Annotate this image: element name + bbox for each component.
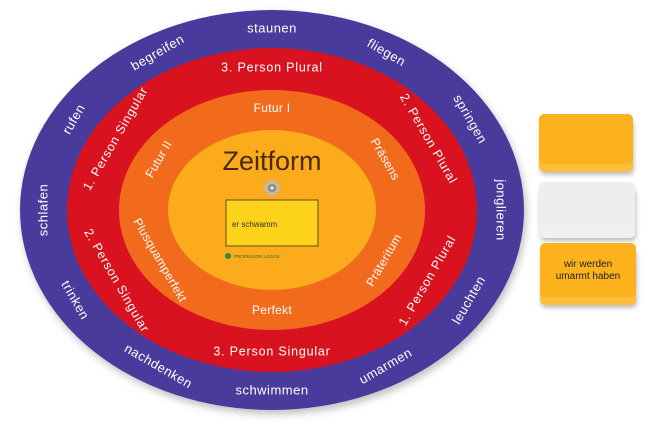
verb-label-9: schlafen — [35, 184, 50, 236]
verb-label-0: staunen — [247, 20, 297, 35]
card-text-2-line-0: wir werden — [563, 259, 612, 270]
card-stack-1[interactable] — [539, 182, 635, 238]
card-face-1 — [539, 182, 635, 230]
tense-label-0: Futur I — [254, 101, 291, 115]
tense-label-3: Perfekt — [252, 303, 292, 317]
verb-label-6: schwimmen — [235, 382, 308, 397]
person-label-3: 3. Person Singular — [213, 344, 330, 358]
card-stack-0[interactable] — [539, 114, 633, 172]
answer-window — [225, 199, 319, 247]
brand-logo-icon — [225, 253, 231, 259]
center-pin — [264, 180, 280, 196]
wheel-title: Zeitform — [222, 146, 321, 176]
card-face-2 — [540, 243, 636, 297]
verb-label-3: jonglieren — [494, 178, 509, 240]
brand-logo-text: PROFESSOR LOGOS — [234, 254, 280, 259]
tense-wheel[interactable]: staunenfliegenspringenjonglierenleuchten… — [20, 10, 524, 410]
person-label-0: 3. Person Plural — [221, 60, 323, 74]
answer-window-text: er schwamm — [232, 220, 278, 229]
card-face-0 — [539, 114, 633, 164]
card-text-2-line-1: umarmt haben — [556, 271, 620, 282]
